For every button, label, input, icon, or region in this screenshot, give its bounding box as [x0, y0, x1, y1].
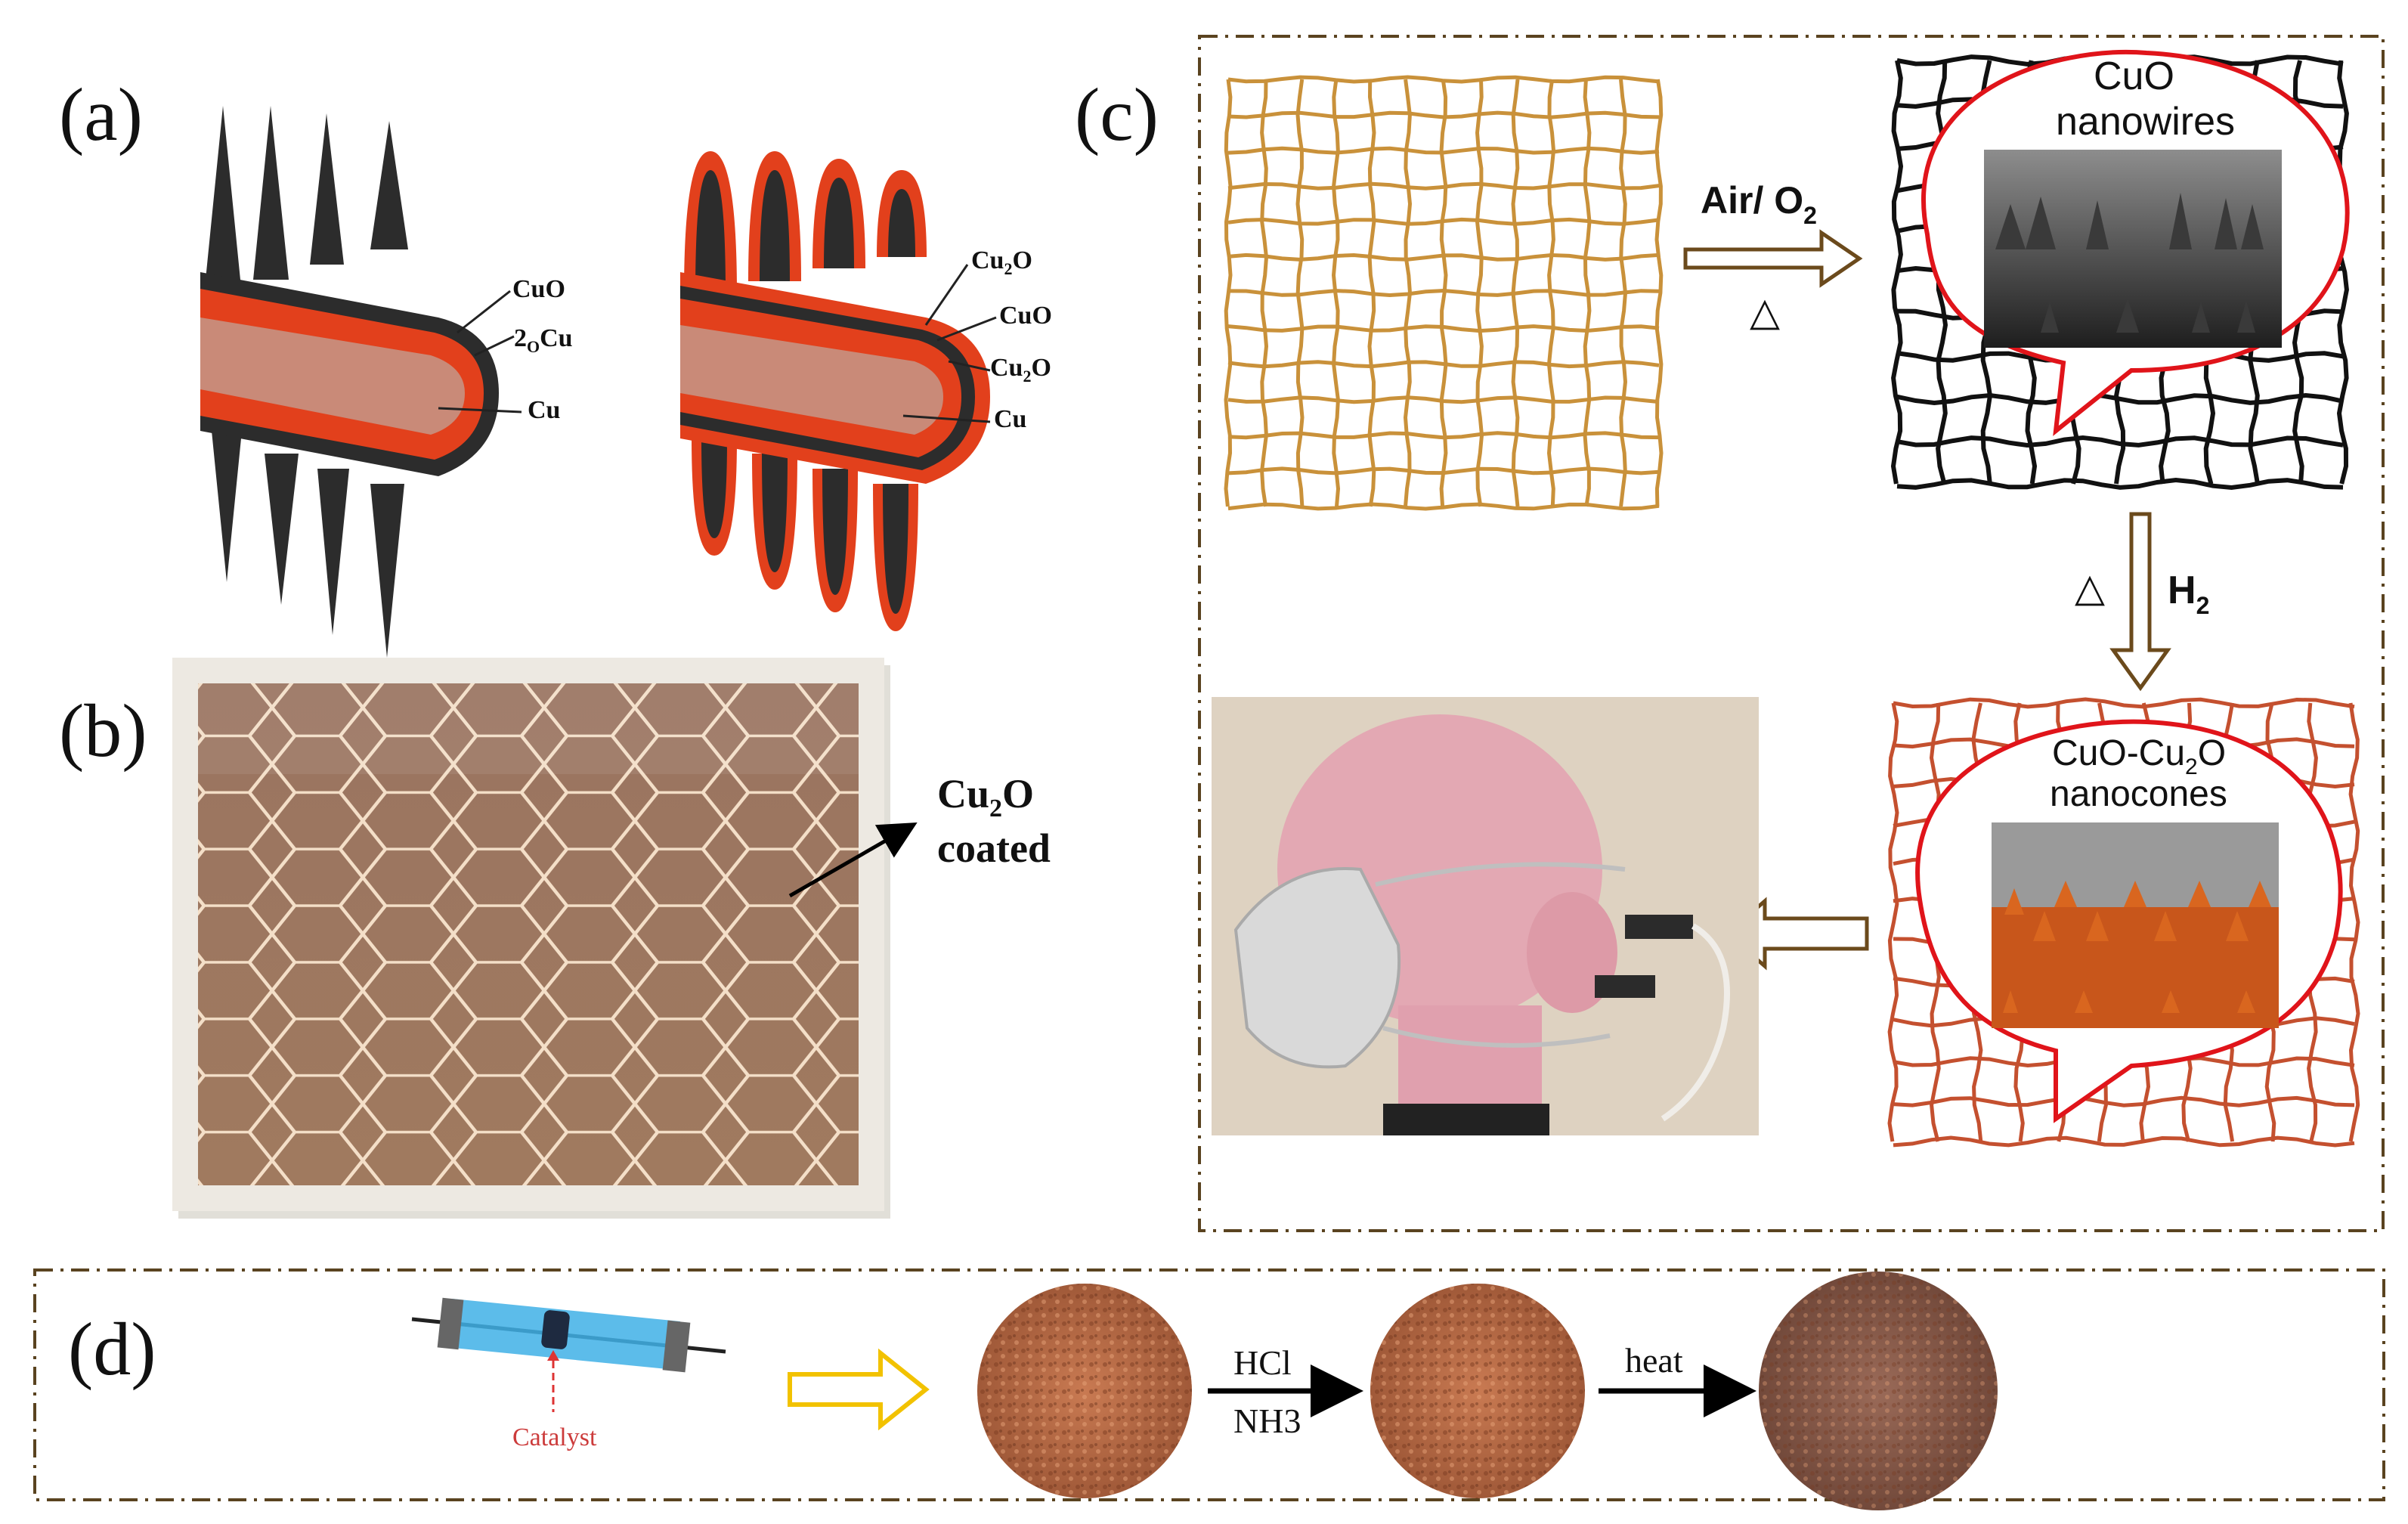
mesh-wire	[1227, 181, 1660, 190]
mesh-wire	[1896, 435, 2344, 448]
panel-b-annotation-arrow	[788, 822, 918, 898]
step2-heat-symbol: △	[2075, 566, 2105, 610]
mannequin-base	[1383, 1104, 1549, 1135]
panel-b-honeycomb-photo	[172, 658, 890, 1219]
mesh-wire	[1227, 146, 1660, 155]
arrow1-bottom-label: NH3	[1233, 1402, 1301, 1440]
mesh-wire	[1546, 79, 1556, 507]
panel-a-cuo-nanowire-schematic: CuO 2OCu Cu	[200, 106, 573, 658]
right-label-cu2o-inner: Cu2O	[990, 354, 1051, 386]
disc-initial	[977, 1284, 1192, 1498]
disc-treated	[1370, 1284, 1585, 1498]
arrow2-top-label: heat	[1625, 1341, 1683, 1380]
panel-d-dashed-frame	[33, 1268, 2385, 1501]
panel-a-label: (a)	[59, 73, 143, 156]
left-cu2o-sub: O	[527, 337, 540, 356]
step1-heat-symbol: △	[1750, 290, 1780, 334]
bubble2-title-line2: nanocones	[2050, 774, 2227, 814]
right-label-cuo: CuO	[999, 302, 1052, 330]
mask-strap-top	[1375, 862, 1626, 887]
mesh-wire	[1893, 697, 2355, 709]
bubble1-title-line2: nanowires	[2056, 100, 2235, 144]
left-label-cuo: CuO	[512, 275, 565, 303]
panel-c-dashed-frame	[1198, 35, 2385, 1232]
mesh-wire	[1893, 1135, 2355, 1148]
mesh-wire	[1227, 502, 1660, 511]
bubble1-title-line1: CuO	[2094, 54, 2174, 98]
nanocones-cones	[2003, 881, 2271, 1013]
mesh-wire	[1227, 395, 1660, 404]
right-label-cu: Cu	[994, 405, 1026, 433]
mask-strap-bottom	[1382, 1026, 1611, 1048]
mesh-wire	[1896, 392, 2344, 406]
panel-d-label: (d)	[68, 1307, 156, 1391]
step2-arrow	[2109, 512, 2171, 692]
panel-b-label: (b)	[59, 689, 147, 773]
tube-reactor: Catalyst	[411, 1297, 726, 1451]
mesh-wire	[1893, 1095, 2355, 1107]
step1-label: Air/ O2	[1701, 179, 1817, 229]
mesh-wire	[1654, 79, 1664, 507]
mesh-wire	[1227, 431, 1660, 440]
air-tube	[1661, 923, 1730, 1122]
step2-arrow-group: △ H2	[2075, 512, 2209, 692]
left-label-cu: Cu	[528, 396, 560, 424]
nanowires-spikes	[1995, 193, 2264, 333]
yellow-process-arrow	[788, 1348, 930, 1431]
disc-heated	[1759, 1272, 1998, 1510]
panel-a-cu2o-coated-schematic: Cu2O CuO Cu2O Cu	[680, 151, 1052, 631]
bubble2-title-line1: CuO-Cu2O	[2052, 733, 2226, 779]
catalyst-pellet	[541, 1310, 570, 1349]
panel-c-label: (c)	[1075, 73, 1159, 156]
cuo-nanowires-bubble: CuO nanowires	[1921, 49, 2350, 436]
mesh-wire	[1224, 79, 1233, 507]
face-mask	[1233, 867, 1401, 1069]
mesh-wire	[1887, 702, 1899, 1142]
mesh-wire	[1331, 79, 1341, 507]
left-cu2o-tail: Cu	[540, 324, 572, 352]
left-cu2o-main: 2	[514, 324, 527, 352]
step1-arrow-group: Air/ O2 △	[1683, 179, 1863, 334]
mesh-wire	[2348, 702, 2360, 1142]
arrow1-top-label: HCl	[1233, 1343, 1292, 1382]
mesh-wire	[1619, 79, 1628, 507]
step1-arrow	[1683, 229, 1863, 288]
catalyst-label: Catalyst	[512, 1423, 597, 1451]
step2-label: H2	[2168, 568, 2209, 619]
cuo-cu2o-nanocones-bubble: CuO-Cu2O nanocones	[1915, 719, 2343, 1123]
panel-b-annotation-line1: Cu2O	[937, 771, 1034, 822]
mesh-wire	[1896, 477, 2344, 491]
mesh-wire	[1227, 360, 1660, 369]
right-label-cu2o-outer: Cu2O	[971, 246, 1032, 278]
panel-b-annotation-line2: coated	[937, 826, 1051, 871]
mannequin-mask-photo	[1212, 697, 1759, 1135]
tube-connector-2	[1595, 975, 1655, 998]
mesh-wire	[1439, 79, 1448, 507]
mesh-wire	[2336, 60, 2350, 485]
left-label-cu2o: 2OCu	[514, 324, 573, 356]
copper-mesh	[1224, 75, 1664, 511]
mesh-wire	[1227, 466, 1660, 475]
tube-connector-1	[1625, 915, 1693, 939]
